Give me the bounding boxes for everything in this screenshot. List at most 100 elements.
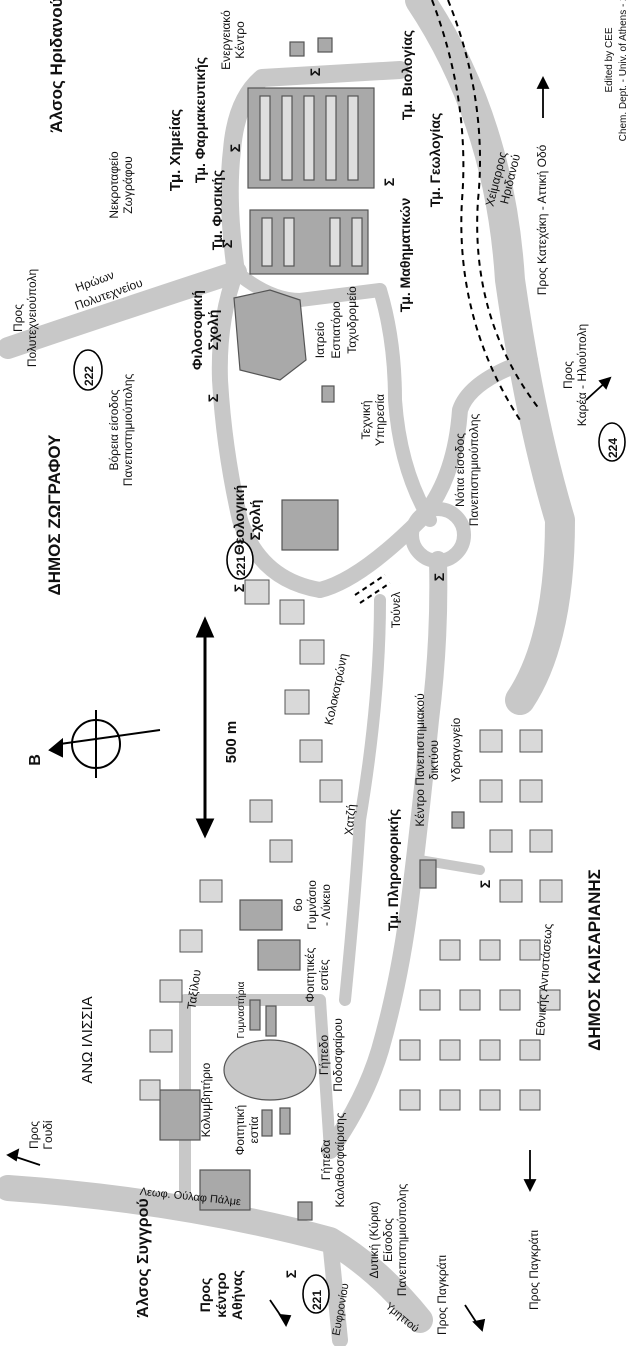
- block-28: [539, 989, 561, 1011]
- label-to-pagrati-down: Προς Παγκράτι: [435, 1255, 449, 1335]
- arrow-athens-head: [278, 1313, 292, 1327]
- stop-marker-3: Σ: [381, 178, 397, 186]
- basketball-court-2: [279, 1107, 291, 1135]
- physics-wing-2: [283, 217, 295, 267]
- tunnel-road: [312, 352, 538, 598]
- label-to-katechaki: Προς Κατεχάκη - Αττική Οδό: [535, 144, 549, 295]
- chemistry-wing-5: [347, 95, 359, 181]
- block-22: [439, 939, 461, 961]
- label-technical-1: Τεχνική: [359, 401, 373, 440]
- road-network: [0, 0, 575, 1346]
- block-9: [199, 879, 223, 903]
- compass-ew-line: [59, 729, 161, 745]
- label-basketball-2: Καλαθοσφαίρισης: [333, 1112, 347, 1207]
- label-to-polytechnioupoli-2: Πολυτεχνειούπολη: [25, 269, 39, 367]
- credit-line-1: Edited by CEE: [604, 27, 615, 92]
- block-35: [479, 1089, 501, 1111]
- block-36: [519, 1089, 541, 1111]
- math-wing-1: [329, 217, 341, 267]
- block-7: [249, 799, 273, 823]
- block-15: [519, 729, 543, 753]
- area-syngrou: Άλσος Συγγρού: [135, 1198, 152, 1317]
- label-residence-2: εστία: [247, 1116, 261, 1143]
- block-26: [459, 989, 481, 1011]
- stream-lines: [431, 0, 541, 421]
- campus-buildings: [159, 37, 465, 1221]
- block-1: [244, 579, 270, 605]
- north-label: Β: [27, 754, 44, 766]
- label-pool: Κολυμβητήριο: [199, 1062, 213, 1137]
- label-energy-2: Κέντρο: [233, 21, 247, 59]
- label-chemistry: Τμ. Χημείας: [167, 109, 184, 191]
- tunnel-dash-1: [354, 574, 386, 596]
- label-network-1: Κέντρο Πανεπιστημιακού: [413, 693, 427, 826]
- label-football-1: Γήπεδο: [317, 1035, 331, 1076]
- label-chatzi: Χατζή: [342, 803, 359, 835]
- label-school-2: Γυμνάσιο: [305, 880, 319, 930]
- block-31: [479, 1039, 501, 1061]
- label-south-entrance-2: Πανεπιστημιούπολης: [467, 414, 481, 527]
- label-network-2: δικτύου: [427, 740, 441, 780]
- basketball-court-1: [261, 1109, 273, 1137]
- stop-marker-6: Σ: [231, 584, 247, 592]
- label-tasou: Ταξίλου: [184, 969, 203, 1011]
- label-post-office: Ταχυδρομείο: [345, 286, 359, 354]
- label-biology: Τμ. Βιολογίας: [399, 30, 415, 120]
- block-12: [149, 1029, 173, 1053]
- compass-arrow-head: [48, 737, 63, 758]
- block-6: [319, 779, 343, 803]
- block-29: [399, 1039, 421, 1061]
- label-to-athens-1: Προς: [197, 1278, 213, 1313]
- label-geology: Τμ. Γεωλογίας: [427, 113, 443, 207]
- label-informatics: Τμ. Πληροφορικής: [385, 809, 401, 931]
- block-10: [179, 929, 203, 953]
- block-17: [519, 779, 543, 803]
- label-to-polytechnioupoli-1: Προς: [11, 304, 25, 332]
- block-24: [519, 939, 541, 961]
- arrow-pagrati-right-head: [523, 1179, 537, 1193]
- south-campus-road: [321, 551, 448, 1159]
- efroniou-road: [322, 1232, 348, 1346]
- bus-badge-1: [73, 349, 103, 391]
- city-blocks: [139, 579, 563, 1111]
- arrow-goudi-head: [6, 1148, 20, 1162]
- stream-line-1: [431, 0, 521, 421]
- chemistry-wing-2: [281, 95, 293, 181]
- block-18: [489, 829, 513, 853]
- bus-route-label-1: 222: [82, 366, 96, 386]
- physics-wing-1: [261, 217, 273, 267]
- label-to-goudi-1: Προς: [27, 1121, 41, 1149]
- math-wing-2: [351, 217, 363, 267]
- heroon-polytechneiou-road: [0, 261, 247, 359]
- bus-route-label-4: 221: [310, 1290, 324, 1310]
- label-theology-1: Θεολογική: [231, 485, 247, 555]
- label-to-karea-1: Προς: [561, 361, 575, 389]
- block-4: [284, 689, 310, 715]
- stop-marker-8: Σ: [477, 880, 493, 888]
- arrow-katechaki-head: [536, 75, 550, 89]
- bus-badge-2: [226, 540, 254, 580]
- stop-marker-4: Σ: [219, 240, 235, 248]
- label-to-athens-2: κέντρο: [213, 1272, 229, 1317]
- label-philosophy-2: Σχολή: [205, 310, 221, 351]
- area-ano-ilissia: ΑΝΩ ΙΛΙΣΣΙΑ: [79, 996, 96, 1083]
- label-to-athens-3: Αθήνας: [229, 1270, 245, 1320]
- water-tower-building: [451, 811, 465, 829]
- scale-label: 500 m: [223, 721, 240, 764]
- football-field: [223, 1039, 317, 1101]
- label-pharmacy: Τμ. Φαρμακευτικής: [192, 57, 208, 183]
- bus-route-label-3: 224: [606, 438, 620, 458]
- label-restaurant: Εστιατόριο: [329, 301, 343, 359]
- label-morgue-2: Ζωγράφου: [121, 156, 135, 213]
- label-to-pagrati-right: Προς Παγκράτι: [527, 1230, 541, 1310]
- block-8: [269, 839, 293, 863]
- theology-building: [281, 499, 339, 551]
- technical-service-building: [321, 385, 335, 403]
- stream-line-2: [447, 0, 541, 411]
- block-21: [539, 879, 563, 903]
- katechaki-road: [405, 0, 575, 715]
- block-25: [419, 989, 441, 1011]
- block-23: [479, 939, 501, 961]
- block-19: [529, 829, 553, 853]
